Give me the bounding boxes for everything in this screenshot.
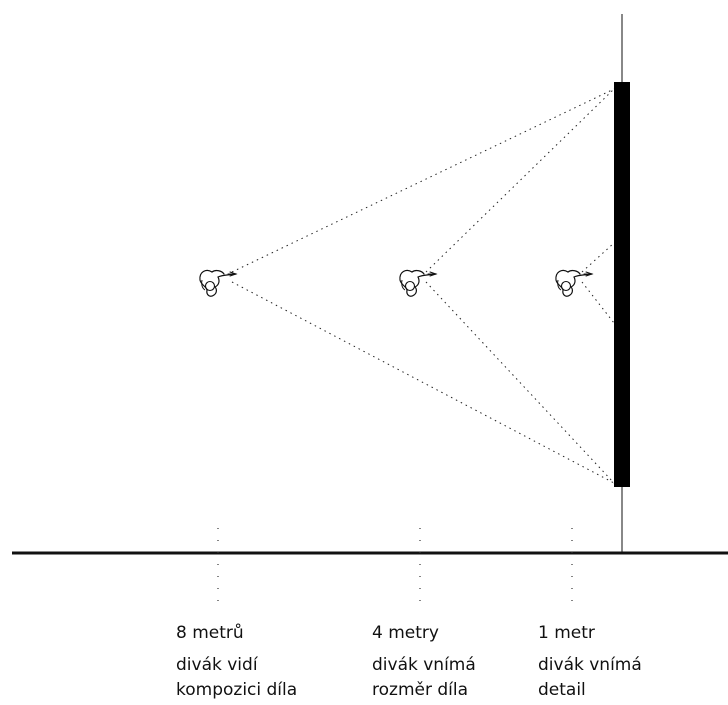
sight-lines-8m <box>232 89 614 483</box>
sight-lines-4m <box>426 89 614 483</box>
description-line: rozměr díla <box>372 678 476 703</box>
description-line: kompozici díla <box>176 678 297 703</box>
distance-markers <box>218 528 572 608</box>
viewer-4m-head <box>400 270 436 296</box>
viewer-8m-head <box>200 270 236 296</box>
description-line: divák vnímá <box>372 653 476 678</box>
label-4m: 4 metry divák vnímá rozměr díla <box>372 618 476 703</box>
label-1m: 1 metr divák vnímá detail <box>538 618 642 703</box>
painting <box>614 82 630 487</box>
sight-lines-1m <box>582 243 614 323</box>
description-line: divák vidí <box>176 653 297 678</box>
description-line: divák vnímá <box>538 653 642 678</box>
viewer-1m-head <box>556 270 592 296</box>
label-8m: 8 metrů divák vidí kompozici díla <box>176 618 297 703</box>
distance-label: 8 metrů <box>176 618 297 648</box>
description-line: detail <box>538 678 642 703</box>
distance-label: 4 metry <box>372 618 476 648</box>
distance-label: 1 metr <box>538 618 642 648</box>
